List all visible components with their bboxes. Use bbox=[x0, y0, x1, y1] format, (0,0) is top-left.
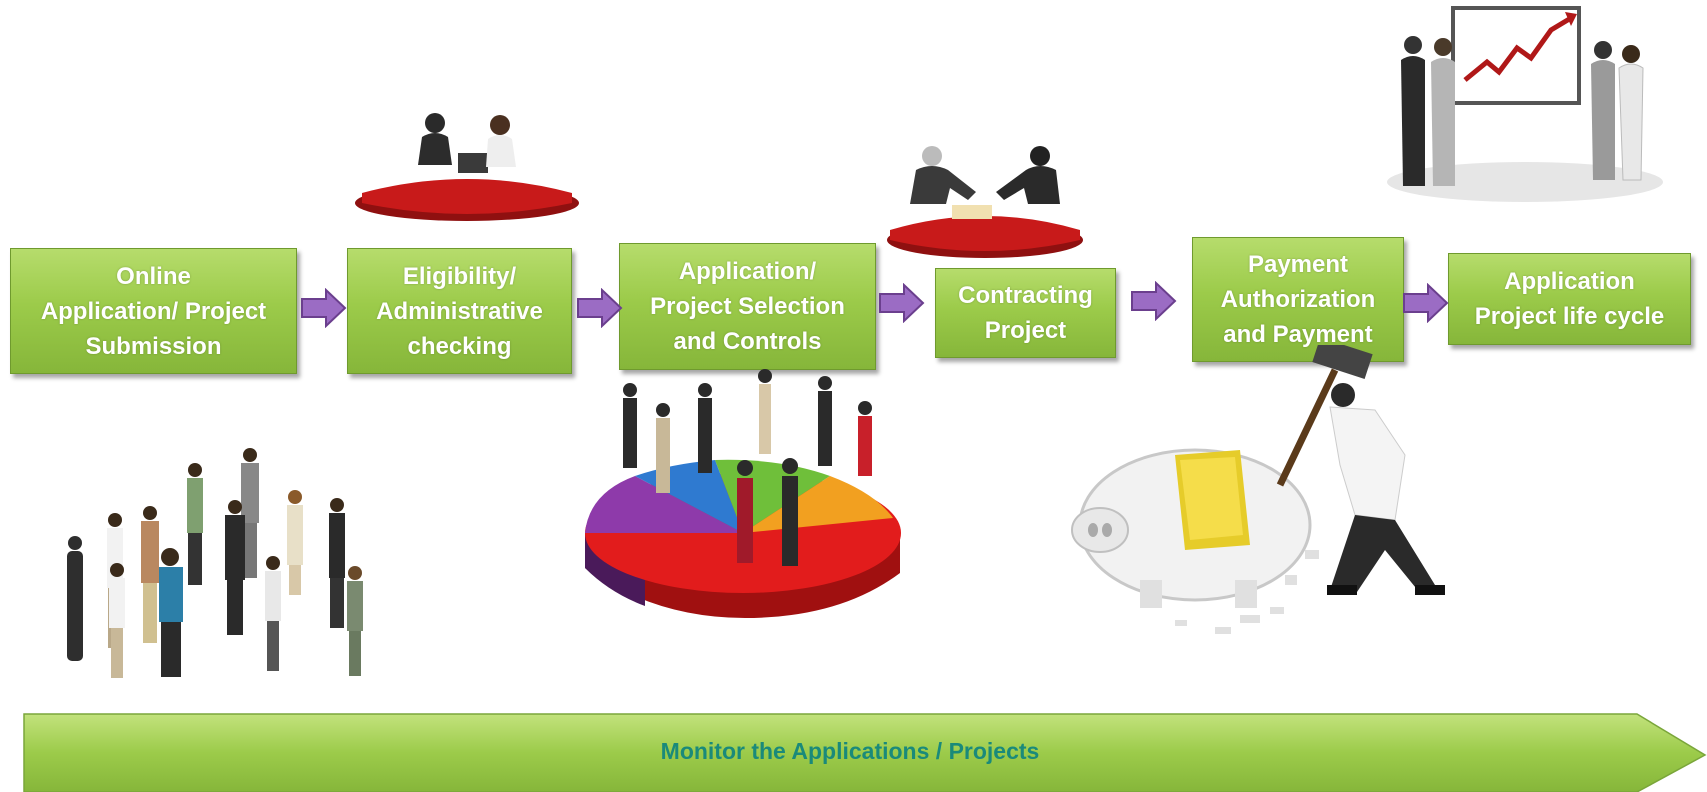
step-life-cycle: Application Project life cycle bbox=[1448, 253, 1691, 345]
step-project-selection: Application/ Project Selection and Contr… bbox=[619, 243, 876, 370]
flow-arrow-1 bbox=[301, 288, 347, 328]
meeting-at-desk-illustration bbox=[355, 113, 579, 221]
step-online-submission: Online Application/ Project Submission bbox=[10, 248, 297, 374]
crowd-of-people-illustration bbox=[67, 448, 363, 678]
flow-arrow-3 bbox=[879, 283, 925, 323]
flow-arrow-5 bbox=[1403, 283, 1449, 323]
flow-arrow-2 bbox=[577, 288, 623, 328]
monitor-banner-arrow bbox=[23, 713, 1707, 792]
step-payment: Payment Authorization and Payment bbox=[1192, 237, 1404, 362]
monitor-banner-label: Monitor the Applications / Projects bbox=[660, 738, 1040, 764]
step-eligibility-checking: Eligibility/ Administrative checking bbox=[347, 248, 572, 374]
step-contracting: Contracting Project bbox=[935, 268, 1116, 358]
flow-arrow-4 bbox=[1131, 281, 1177, 321]
pie-chart-with-people-illustration bbox=[585, 369, 901, 618]
presentation-with-chart-illustration bbox=[1387, 6, 1663, 202]
handshake-at-table-illustration bbox=[887, 146, 1083, 258]
breaking-piggy-bank-illustration bbox=[1071, 345, 1445, 634]
